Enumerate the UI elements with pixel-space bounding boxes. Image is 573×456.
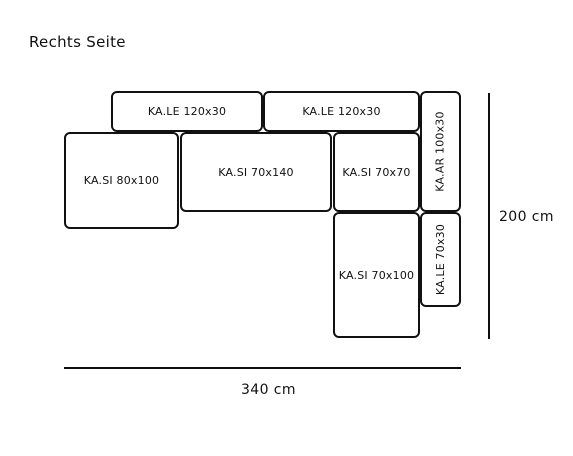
module-label: KA.SI 70x140 bbox=[218, 165, 294, 179]
module-ka-si-80x100[interactable]: KA.SI 80x100 bbox=[64, 132, 179, 229]
module-ka-le-70x30[interactable]: KA.LE 70x30 bbox=[420, 212, 461, 307]
module-ka-si-70x70[interactable]: KA.SI 70x70 bbox=[333, 132, 420, 212]
module-label: KA.LE 70x30 bbox=[434, 223, 448, 296]
width-dimension-line bbox=[64, 367, 461, 369]
height-dimension-line bbox=[488, 93, 490, 339]
width-dimension-label: 340 cm bbox=[241, 382, 296, 398]
module-label: KA.SI 80x100 bbox=[83, 174, 160, 187]
module-label: KA.SI 70x70 bbox=[342, 165, 411, 179]
module-label: KA.LE 120x30 bbox=[302, 105, 381, 118]
module-ka-si-70x140[interactable]: KA.SI 70x140 bbox=[180, 132, 332, 212]
module-label: KA.LE 120x30 bbox=[147, 105, 227, 118]
height-dimension-label: 200 cm bbox=[499, 209, 554, 225]
module-ka-le-120x30-right[interactable]: KA.LE 120x30 bbox=[263, 91, 420, 132]
page-title: Rechts Seite bbox=[29, 33, 126, 51]
module-label: KA.AR 100x30 bbox=[434, 111, 448, 192]
module-label: KA.SI 70x100 bbox=[338, 268, 415, 282]
module-ka-le-120x30-left[interactable]: KA.LE 120x30 bbox=[111, 91, 263, 132]
module-ka-ar-100x30[interactable]: KA.AR 100x30 bbox=[420, 91, 461, 212]
module-ka-si-70x100[interactable]: KA.SI 70x100 bbox=[333, 212, 420, 338]
